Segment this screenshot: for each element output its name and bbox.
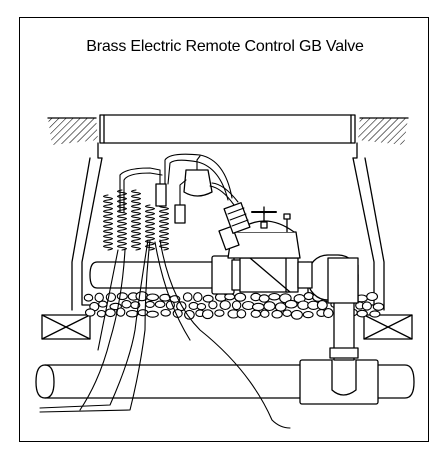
wire-coil <box>116 189 128 251</box>
gravel-stone <box>94 292 104 303</box>
gravel-stone <box>154 300 166 309</box>
support-block-right <box>363 314 413 340</box>
gravel-stone <box>323 308 334 319</box>
soil-hatch-left <box>47 117 98 145</box>
gravel-stone <box>251 302 265 312</box>
gravel-stone <box>193 292 203 303</box>
gravel-stone <box>284 299 298 309</box>
soil-hatch-right <box>358 117 409 145</box>
gravel-stone <box>137 309 149 317</box>
gravel-stone <box>236 309 247 319</box>
gravel-stone <box>271 309 283 319</box>
gravel-stone <box>84 308 96 317</box>
gravel-stone <box>83 293 94 302</box>
gravel-stone <box>160 308 171 317</box>
gravel-stone <box>202 294 214 303</box>
gravel-stone <box>361 301 372 311</box>
gravel-stone <box>182 292 193 302</box>
gravel-stone <box>258 294 270 303</box>
gravel-stone <box>146 293 160 302</box>
gravel-stone <box>201 309 214 320</box>
gravel-stone <box>297 300 310 310</box>
wire-coil-icon <box>102 189 170 251</box>
gravel-stone <box>208 300 218 310</box>
gravel-stone <box>369 310 381 318</box>
gravel-stone <box>250 309 262 318</box>
gravel-stone <box>302 310 314 319</box>
control-wires <box>39 153 291 429</box>
gravel-stone <box>366 291 379 302</box>
wire-coil <box>102 194 114 251</box>
gravel-stone <box>303 292 314 301</box>
gravel-stone <box>105 308 116 318</box>
gravel-stone <box>121 299 132 309</box>
wire-connectors <box>155 169 213 224</box>
wire-coil <box>130 189 142 251</box>
gravel-stone <box>231 300 242 311</box>
valve-body <box>211 206 313 295</box>
gravel-stone <box>263 301 276 312</box>
solenoid-icon <box>218 202 251 251</box>
gravel-stone <box>214 309 225 317</box>
wire-coil <box>158 204 170 251</box>
gravel-stone <box>290 309 303 320</box>
gravel-stone <box>282 309 292 317</box>
gravel-stone <box>260 309 270 318</box>
valve-pipe <box>89 261 216 289</box>
support-block-left <box>41 314 91 340</box>
tee-fitting <box>299 359 379 405</box>
gravel-stone <box>372 302 385 311</box>
valve-box-lid <box>99 114 356 144</box>
gravel-stone <box>146 310 159 318</box>
gravel-stone <box>145 300 155 308</box>
gravel-stone <box>219 300 231 311</box>
gravel-stone <box>268 292 281 301</box>
gravel-stone <box>116 292 128 301</box>
gravel-stone <box>316 300 328 311</box>
gravel-stone <box>184 309 195 320</box>
gravel-stone <box>356 309 368 318</box>
gravel-stone <box>98 300 108 308</box>
diagram-title: Brass Electric Remote Control GB Valve <box>86 38 364 55</box>
gravel-stone <box>234 292 247 302</box>
gravel-stone <box>196 302 207 311</box>
